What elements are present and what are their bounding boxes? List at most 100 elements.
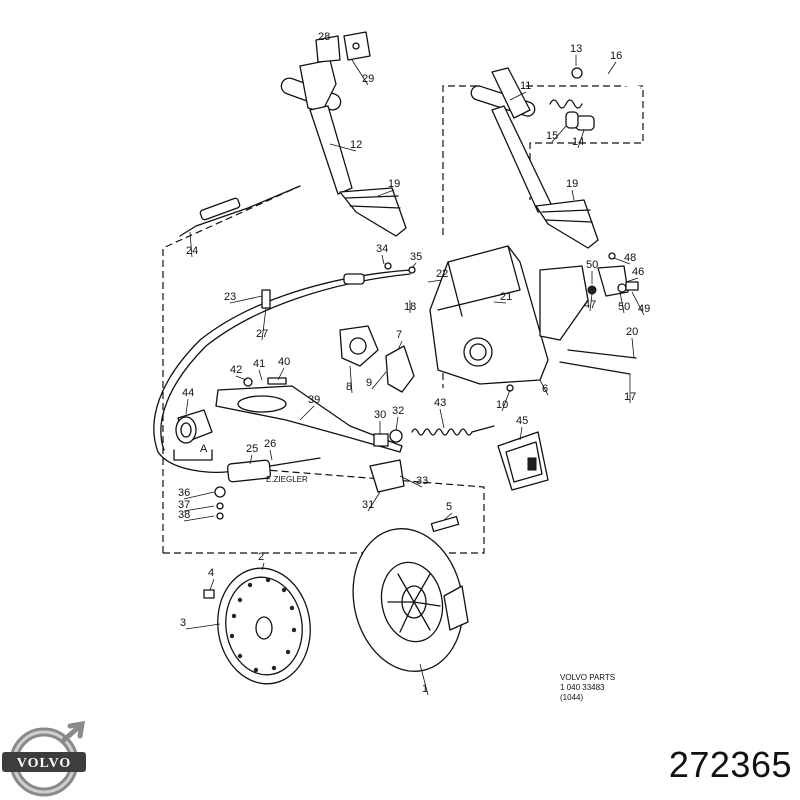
callout-label-10: 10	[496, 399, 508, 411]
callout-label-36: 36	[178, 487, 190, 499]
leader-line-47	[589, 293, 593, 312]
leader-line-46	[625, 277, 639, 283]
leader-line-2	[261, 562, 265, 571]
leader-line-33	[399, 475, 423, 488]
volvo-parts-stamp: VOLVO PARTS 1 040 33483 (1044)	[560, 673, 615, 702]
callout-label-48: 48	[624, 252, 636, 264]
leader-line-1	[419, 663, 429, 696]
callout-label-26: 26	[264, 438, 276, 450]
callout-label-9: 9	[366, 377, 372, 389]
callout-label-50a: 50	[586, 259, 598, 271]
part-number: 272365	[668, 744, 792, 785]
leader-line-11	[509, 91, 527, 101]
leader-line-21	[493, 301, 507, 304]
release-fork	[173, 377, 403, 461]
callout-label-18: 18	[404, 301, 416, 313]
leader-line-26	[269, 449, 273, 461]
callout-label-27: 27	[256, 328, 268, 340]
callout-label-33: 33	[416, 475, 428, 487]
callout-label-6: 6	[542, 383, 548, 395]
leader-line-25	[249, 454, 253, 465]
stamp-line-3: (1044)	[560, 693, 583, 702]
leader-line-10	[501, 389, 511, 412]
leader-line-12	[329, 143, 357, 152]
callout-label-29: 29	[362, 73, 374, 85]
callout-label-19a: 19	[388, 178, 400, 190]
callout-label-14: 14	[572, 136, 584, 148]
leader-line-31	[367, 491, 381, 512]
leader-line-19b	[571, 189, 575, 201]
callout-label-30: 30	[374, 409, 386, 421]
callout-label-35: 35	[410, 251, 422, 263]
stamp-line-2: 1 040 33483	[560, 683, 605, 692]
volvo-logo-text: VOLVO	[17, 756, 72, 771]
leader-line-29	[351, 59, 369, 86]
callout-label-1: 1	[422, 683, 428, 695]
callout-label-7: 7	[396, 329, 402, 341]
callout-label-49: 49	[638, 303, 650, 315]
leader-line-35	[411, 262, 417, 269]
leader-line-3	[185, 623, 221, 630]
leader-line-8	[349, 365, 353, 394]
leader-line-42	[235, 375, 247, 381]
callout-label-17: 17	[624, 391, 636, 403]
leader-line-45	[519, 426, 523, 441]
callout-label-15: 15	[546, 130, 558, 142]
cover-plates	[339, 325, 415, 393]
callout-label-3: 3	[180, 617, 186, 629]
leader-line-36	[183, 491, 215, 500]
volvo-logo: VOLVO	[2, 720, 86, 797]
pressure-plate	[352, 528, 469, 672]
leader-line-20	[631, 337, 635, 359]
callout-label-22: 22	[436, 268, 448, 280]
leader-line-19a	[377, 189, 395, 197]
callout-label-47: 47	[584, 299, 596, 311]
callout-label-5: 5	[446, 501, 452, 513]
callout-label-4: 4	[208, 567, 214, 579]
leader-line-6	[539, 379, 549, 396]
callout-label-37: 37	[178, 499, 190, 511]
callout-label-19b: 19	[566, 178, 578, 190]
left-clutch-pedal	[280, 31, 407, 237]
callout-label-21: 21	[500, 291, 512, 303]
callout-label-32: 32	[392, 405, 404, 417]
leader-line-43	[439, 408, 445, 429]
callout-label-25: 25	[246, 443, 258, 455]
callout-label-20: 20	[626, 326, 638, 338]
callout-label-23: 23	[224, 291, 236, 303]
callout-label-16: 16	[610, 50, 622, 62]
leader-line-5	[443, 512, 453, 521]
callout-label-40: 40	[278, 356, 290, 368]
callout-label-39: 39	[308, 394, 320, 406]
callout-label-A: A	[200, 443, 208, 455]
leader-line-22	[427, 279, 443, 283]
callout-label-8: 8	[346, 381, 352, 393]
leader-line-24	[189, 231, 193, 258]
clutch-cable	[153, 185, 416, 473]
callout-label-11: 11	[520, 80, 531, 92]
grouping-frames	[162, 85, 644, 554]
leader-line-34	[381, 254, 385, 265]
callout-label-28: 28	[318, 31, 330, 43]
leader-line-23	[229, 295, 263, 304]
callout-label-2: 2	[258, 551, 264, 563]
leader-line-39	[299, 405, 315, 421]
callout-label-13: 13	[570, 43, 582, 55]
leader-line-44	[185, 398, 189, 415]
callout-label-50b: 50	[618, 301, 630, 313]
engraving-text: E.ZIEGLER	[266, 475, 308, 484]
leader-line-4	[209, 578, 215, 591]
callout-label-24: 24	[186, 245, 198, 257]
leader-line-14	[577, 129, 585, 149]
callout-label-34: 34	[376, 243, 388, 255]
leader-line-15	[551, 125, 567, 143]
callout-label-45: 45	[516, 415, 528, 427]
leader-line-32	[395, 416, 399, 431]
leader-line-16	[607, 61, 617, 75]
pressure-plate-bolt	[430, 515, 460, 533]
spring-and-pad	[369, 425, 549, 493]
stamp-line-1: VOLVO PARTS	[560, 673, 615, 682]
